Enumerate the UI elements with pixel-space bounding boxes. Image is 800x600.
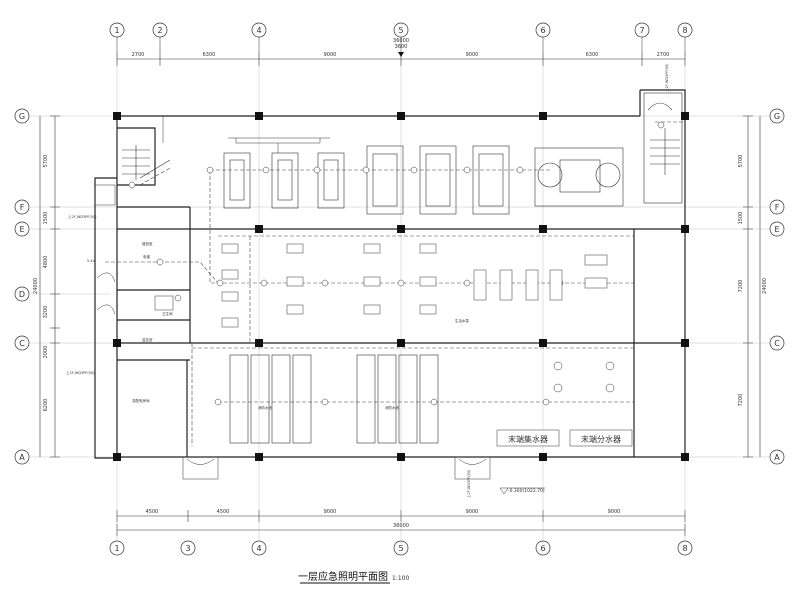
axis-bot-6: 6 [540,544,545,553]
riser-note-tr: 上2F,WD3PF(50) [664,63,669,92]
axis-left-A: A [19,453,25,462]
dim-top-4: 9000 [466,52,479,58]
dim-top-5: 6300 [586,52,599,58]
dim-left-total: 24000 [33,278,39,294]
box-left-label: 末端集水器 [508,434,548,444]
axis-top-8: 8 [682,26,687,35]
dim-right-2: 1500 [738,212,744,225]
room-duty: 监控室 [142,337,153,342]
axis-right-F: F [775,203,780,212]
wc-fixtures [154,294,182,311]
top-axis-leaders [116,37,686,52]
dim-right-total: 24000 [762,278,768,294]
dim-right-3: 7200 [738,280,744,293]
elevation-marker [499,487,545,495]
room-pool-a: 消防水池 [258,405,272,410]
bottom-axis-bubbles [109,540,693,556]
right-axis-bubbles [769,108,785,465]
room-center: 生活水泵 [455,318,469,323]
box-right-label: 末端分水器 [581,434,621,444]
dim-left-4: 3200 [43,306,49,319]
axis-top-7: 7 [639,26,644,35]
drawing-scale: 1:100 [392,575,409,582]
axis-bot-8: 8 [682,544,687,553]
left-axis-bubbles [14,108,30,465]
dim-left-1: 5700 [43,155,49,168]
room-monitor: 值班室 [142,241,153,246]
dim-bot-2: 4500 [217,509,230,515]
room-wc: 卫生间 [162,311,173,316]
axis-right-A: A [774,453,780,462]
north-marker-icon [398,52,404,57]
axis-bot-3: 3 [185,544,190,553]
dim-right-1: 5700 [738,155,744,168]
light-fixtures [128,121,665,406]
dim-bot-4: 9000 [466,509,479,515]
axis-top-2: 2 [157,26,162,35]
axis-right-C: C [774,339,780,348]
dim-left-5: 2000 [43,346,49,359]
dim-top-3: 9000 [324,52,337,58]
top-axis-bubbles [109,22,693,38]
dim-bot-3: 9000 [324,509,337,515]
dim-top-1: 2700 [132,52,145,58]
dim-left-6: 6200 [43,399,49,412]
dim-left-3: 4800 [43,256,49,269]
annex-doors [94,184,116,315]
left-stair [122,145,171,180]
axis-bot-1: 1 [114,544,119,553]
elevation-text: -0.300(1022.70) [508,488,545,494]
axis-top-5: 5 [398,26,403,35]
pool-tanks [229,354,439,444]
axis-left-D: D [19,290,25,299]
axis-grid-lines [30,66,770,540]
axis-top-1: 1 [114,26,119,35]
axis-bot-5: 5 [398,544,403,553]
riser-note-tl: 上2F,WD3PF(50) [68,214,97,219]
axis-right-E: E [774,225,779,234]
axis-left-G: G [19,112,25,121]
axis-top-4: 4 [256,26,261,35]
axis-left-C: C [19,339,25,348]
room-pool-b: 消防水池 [385,405,399,410]
right-dimension-chain [743,115,761,458]
top-dimension-chain [116,52,686,66]
axis-left-F: F [20,203,25,212]
dim-right-4: 7200 [738,394,744,407]
right-stair [643,92,683,204]
dim-bot-5: 9000 [608,509,621,515]
axis-top-6: 6 [540,26,545,35]
dim-top-6: 2700 [657,52,670,58]
structural-columns [113,112,689,461]
elevator-area: 电梯 [143,254,150,259]
entrance-steps [182,456,491,480]
riser-note-ml: 上2F,WD3PF(50) [66,370,95,375]
building-walls [94,89,686,459]
stair-label: 5.4V [87,259,96,263]
axis-bot-4: 4 [256,544,261,553]
riser-note-bot: 上2F,WD3PF(50) [466,469,471,498]
room-bottom-left: 变配电房间 [132,398,150,403]
emergency-lamps [221,243,608,328]
axis-right-G: G [774,112,780,121]
axis-left-E: E [19,225,24,234]
dim-bot-1: 4500 [146,509,159,515]
drawing-title: 一层应急照明平面图 [298,570,388,583]
dim-left-2: 1500 [43,212,49,225]
upper-piping [162,116,330,153]
equipment-units [223,145,624,215]
dim-top-2: 6300 [203,52,216,58]
right-symbols [496,361,633,447]
